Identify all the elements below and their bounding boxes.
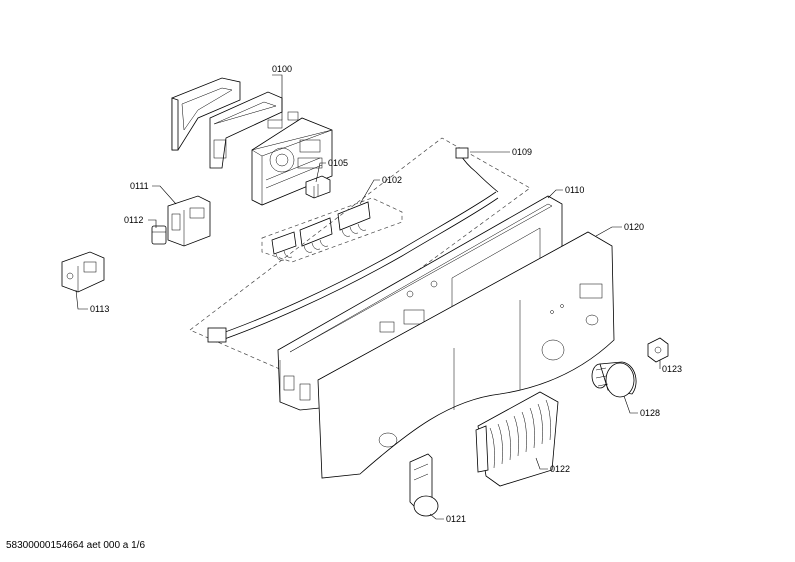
part-0120-fascia-panel <box>317 231 615 479</box>
label-0110: 0110 <box>565 185 584 195</box>
document-footer-id: 58300000154664 aet 000 a 1/6 <box>6 540 146 551</box>
label-0113: 0113 <box>90 304 109 314</box>
part-0111-switch <box>167 195 211 247</box>
label-0100: 0100 <box>272 64 292 74</box>
label-0128: 0128 <box>640 408 660 418</box>
label-0123: 0123 <box>662 364 682 374</box>
part-0102-button-strips <box>261 197 403 263</box>
label-0109: 0109 <box>512 147 532 157</box>
part-0128-rotary-knob <box>591 361 637 398</box>
part-0109-wiring-harness <box>189 137 531 371</box>
leader-lines <box>75 74 661 520</box>
label-0112: 0112 <box>124 215 143 225</box>
label-0102: 0102 <box>382 175 402 185</box>
label-0120: 0120 <box>624 222 644 232</box>
part-0122-drawer-grille <box>475 391 559 487</box>
part-0121-push-button <box>409 453 439 517</box>
part-0112-capacitor <box>151 225 167 245</box>
part-0123-indicator <box>647 337 669 363</box>
part-0113-bracket <box>61 251 105 293</box>
label-0121: 0121 <box>446 514 466 524</box>
part-0105-connector <box>305 175 331 199</box>
label-0105: 0105 <box>328 158 348 168</box>
label-0122: 0122 <box>550 464 570 474</box>
part-labels: 0100 0105 0102 0109 0110 0120 0111 0112 … <box>90 64 682 524</box>
label-0111: 0111 <box>130 181 149 191</box>
